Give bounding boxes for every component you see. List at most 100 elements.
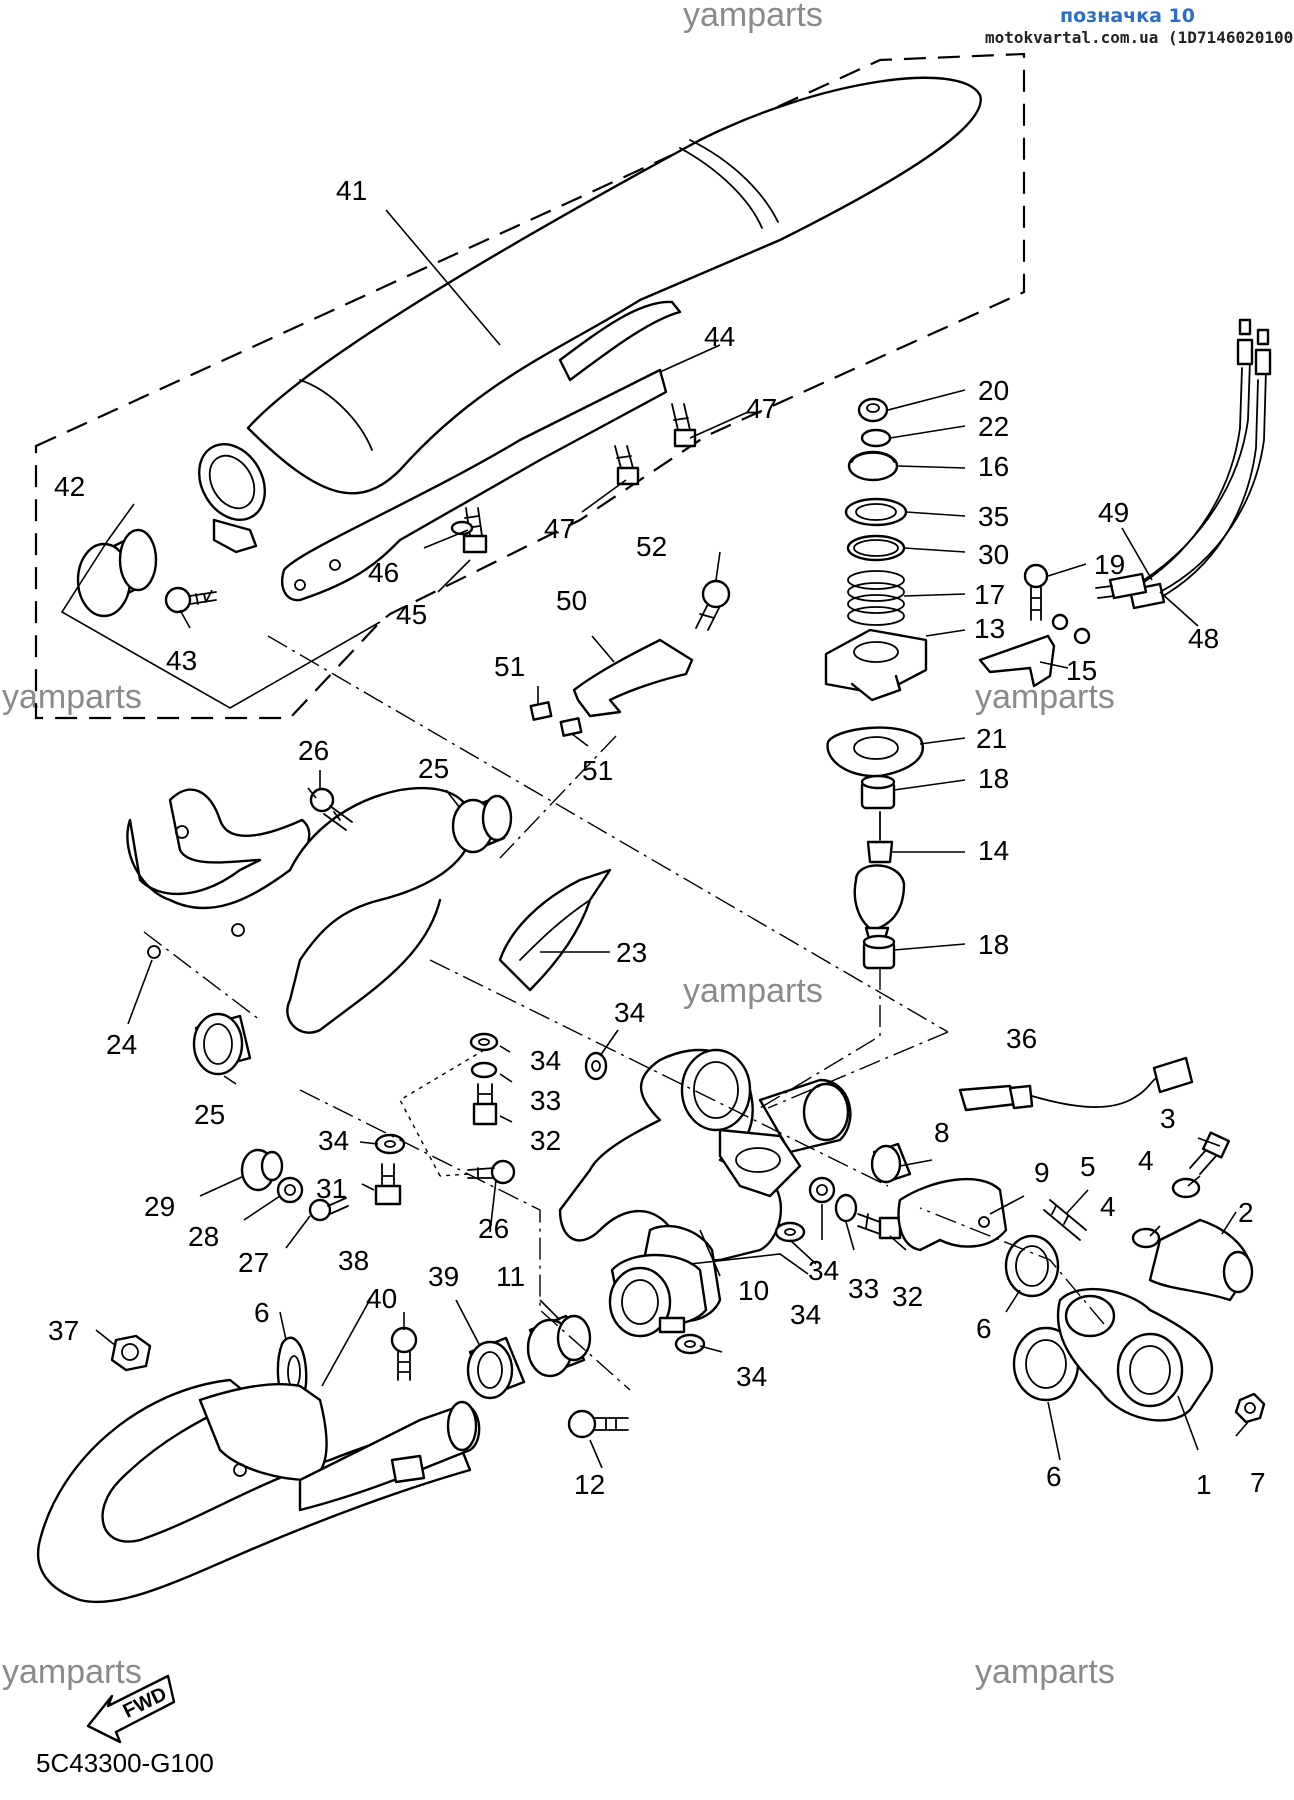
pad-51-a <box>529 701 553 721</box>
callout-18-b: 18 <box>978 929 1009 960</box>
heat-shield-50 <box>572 638 694 718</box>
heat-cover-9 <box>897 1177 1008 1252</box>
watermark-left: yamparts <box>2 678 142 716</box>
callout-25-a: 25 <box>418 753 449 784</box>
muffler-assembly-boundary <box>34 52 1026 720</box>
watermark-bottom-right: yamparts <box>975 1653 1115 1691</box>
nut-7 <box>1234 1392 1266 1424</box>
callout-8: 8 <box>934 1117 950 1148</box>
bolt-32-a <box>472 1083 498 1126</box>
bushing-18-lower <box>862 934 896 970</box>
bolt-19 <box>1023 563 1049 621</box>
screw-52 <box>695 579 731 631</box>
callout-34-e: 34 <box>790 1299 821 1330</box>
cable-48 <box>1128 328 1272 610</box>
callout-10: 10 <box>738 1275 769 1306</box>
callout-5: 5 <box>1080 1151 1096 1182</box>
valve-housing-13 <box>824 628 928 702</box>
callout-32-b: 32 <box>892 1281 923 1312</box>
diagram-code: 5C43300-G100 <box>36 1748 214 1778</box>
gasket-11 <box>526 1314 592 1378</box>
callout-17: 17 <box>974 579 1005 610</box>
callout-7: 7 <box>1250 1467 1266 1498</box>
heat-protector-23 <box>498 868 612 992</box>
washer-33-b <box>834 1193 858 1223</box>
bolt-3 <box>1189 1131 1231 1175</box>
callout-41: 41 <box>336 175 367 206</box>
callout-32-a: 32 <box>530 1125 561 1156</box>
callout-14: 14 <box>978 835 1009 866</box>
callout-45: 45 <box>396 599 427 630</box>
bolt-47-b <box>614 445 640 486</box>
callout-52: 52 <box>636 531 667 562</box>
watermark-right: yamparts <box>975 678 1115 716</box>
nut-37 <box>110 1334 152 1372</box>
bolt-47-a <box>671 403 697 448</box>
callout-11: 11 <box>496 1261 525 1292</box>
protector-2 <box>1148 1218 1254 1302</box>
callout-47-a: 47 <box>746 393 777 424</box>
damper-29 <box>240 1148 284 1192</box>
callout-42: 42 <box>54 471 85 502</box>
ref-line-valve <box>759 968 881 1109</box>
gasket-6-upper <box>1004 1234 1060 1298</box>
ref-line-flange <box>919 1207 1105 1325</box>
callout-6-c: 6 <box>254 1297 270 1328</box>
callout-18-a: 18 <box>978 763 1009 794</box>
bracket-15 <box>978 613 1091 688</box>
cap-16 <box>847 450 899 482</box>
callout-43: 43 <box>166 645 197 676</box>
sleeve-42 <box>76 528 158 618</box>
callout-44: 44 <box>704 321 735 352</box>
bolt-43 <box>164 586 217 614</box>
callout-6-b: 6 <box>1046 1461 1062 1492</box>
bolt-26-upper <box>309 787 353 831</box>
callout-26-b: 26 <box>478 1213 509 1244</box>
stud-bolt-5 <box>1043 1199 1087 1241</box>
exhaust-pipe-24 <box>126 786 474 1034</box>
gasket-39 <box>466 1336 526 1400</box>
callout-20: 20 <box>978 375 1009 406</box>
callout-34-b: 34 <box>530 1045 561 1076</box>
valve-shaft-14 <box>853 811 906 944</box>
washer-22 <box>860 428 892 448</box>
header-source: motokvartal.com.ua (1D7146020100) <box>985 28 1294 47</box>
cable-49 <box>1095 318 1254 600</box>
callout-16: 16 <box>978 451 1009 482</box>
callout-1: 1 <box>1196 1469 1212 1500</box>
callout-51-a: 51 <box>494 651 525 682</box>
callout-34-f: 34 <box>736 1361 767 1392</box>
callout-labels: 1 2 3 4 4 5 6 6 6 7 8 9 10 11 12 13 14 1… <box>48 175 1266 1500</box>
joint-pipe-10 <box>558 1048 852 1323</box>
callout-38: 38 <box>338 1245 369 1276</box>
muffler-41 <box>198 76 982 602</box>
callout-51-b: 51 <box>582 755 613 786</box>
callout-12: 12 <box>574 1469 605 1500</box>
clamp-band <box>608 1253 708 1338</box>
bushing-18-upper <box>860 774 896 810</box>
callout-33-b: 33 <box>848 1273 879 1304</box>
callout-50: 50 <box>556 585 587 616</box>
bolt-40 <box>390 1326 418 1381</box>
callout-19: 19 <box>1094 549 1125 580</box>
callout-31: 31 <box>316 1173 347 1204</box>
header-tag: позначка 10 <box>1060 5 1195 27</box>
callout-4-b: 4 <box>1100 1191 1116 1222</box>
spring-17 <box>847 570 905 626</box>
callout-6-a: 6 <box>976 1313 992 1344</box>
washer-34-c <box>808 1176 836 1204</box>
callout-22: 22 <box>978 411 1009 442</box>
ref-line-muffler-to-joint <box>267 635 949 1033</box>
washer-4-a <box>1171 1177 1201 1199</box>
ref-line-bolts <box>399 1049 485 1177</box>
callout-24: 24 <box>106 1029 137 1060</box>
bolt-12 <box>567 1409 629 1439</box>
bolt-26-lower <box>467 1159 516 1185</box>
callout-30: 30 <box>978 539 1009 570</box>
gasket-25-upper <box>451 794 513 854</box>
callout-49: 49 <box>1098 497 1129 528</box>
pad-51-b <box>559 717 583 737</box>
ref-line-front <box>299 1089 631 1391</box>
callout-9: 9 <box>1034 1157 1050 1188</box>
